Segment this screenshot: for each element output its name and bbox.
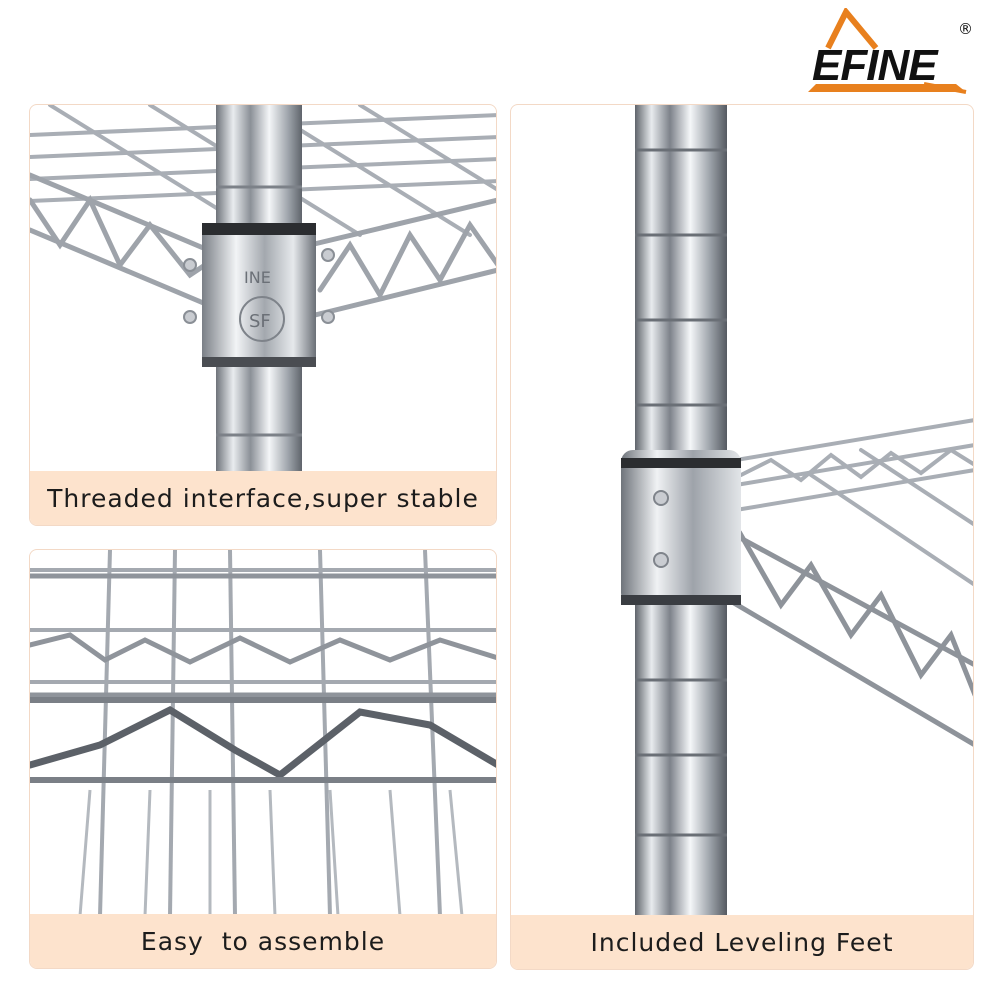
pole-shelf-photo [621, 105, 973, 917]
brand-name: EFINE [812, 41, 938, 90]
registered-mark: ® [958, 20, 973, 38]
caption-easy-assemble: Easy to assemble [140, 926, 386, 956]
sleeve-mark-ine: INE [244, 268, 271, 287]
threaded-joint-photo: INE SF [30, 105, 496, 475]
wire-shelf-photo [30, 550, 496, 916]
caption-bar: Threaded interface,super stable [30, 471, 496, 525]
panel-easy-assemble: Easy to assemble [29, 549, 497, 969]
panel-threaded-interface: INE SF Threaded interface,super stable [29, 104, 497, 526]
sleeve-mark-sf: SF [249, 311, 271, 332]
panel-leveling-feet: Included Leveling Feet [510, 104, 974, 970]
caption-bar: Included Leveling Feet [511, 915, 973, 969]
caption-bar: Easy to assemble [30, 914, 496, 968]
brand-logo: EFINE ® [806, 8, 978, 100]
roof-icon [808, 8, 967, 94]
caption-leveling-feet: Included Leveling Feet [590, 927, 894, 957]
caption-threaded-interface: Threaded interface,super stable [47, 483, 479, 513]
